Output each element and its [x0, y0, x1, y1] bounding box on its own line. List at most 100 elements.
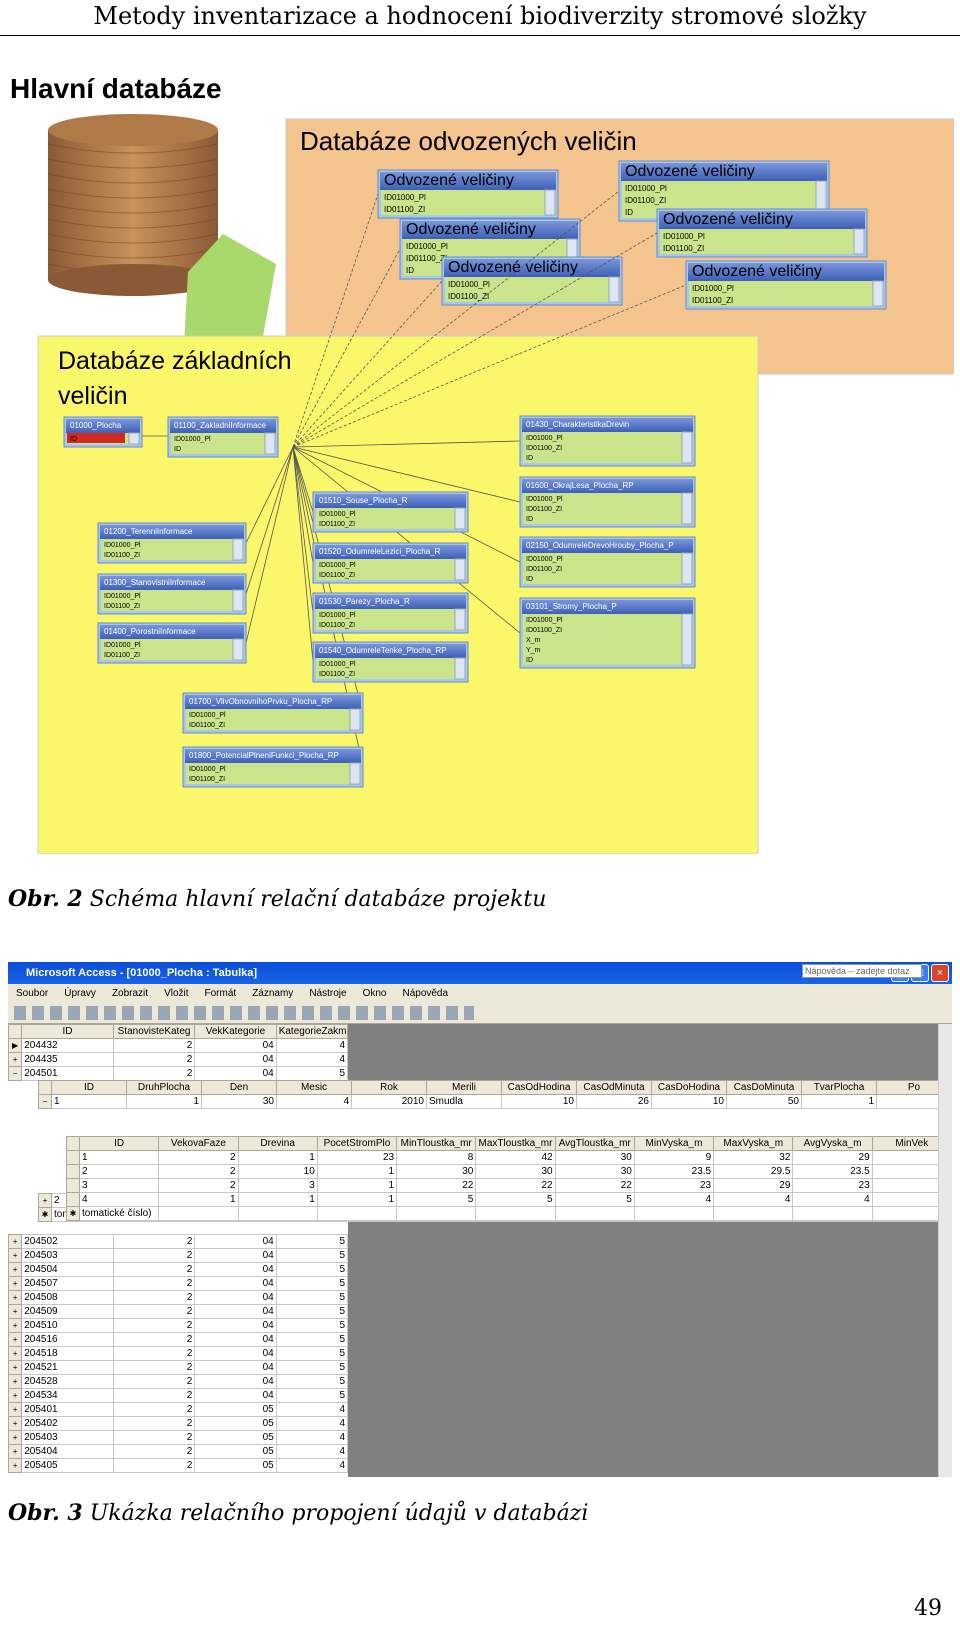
cell[interactable]: 4 [275, 1444, 349, 1459]
cell[interactable]: CasOdHodina [501, 1080, 577, 1095]
cell[interactable]: 1 [237, 1150, 318, 1165]
close-icon[interactable]: × [931, 964, 949, 982]
cell[interactable]: Drevina [237, 1136, 318, 1151]
cell[interactable]: 04 [194, 1234, 277, 1249]
cell[interactable]: 29.5 [713, 1164, 794, 1179]
cell[interactable]: 2 [112, 1416, 196, 1431]
cell[interactable]: 5 [275, 1276, 349, 1291]
cell[interactable]: 1 [237, 1192, 318, 1207]
cell[interactable]: 204507 [21, 1276, 114, 1291]
cell[interactable]: 30 [396, 1164, 477, 1179]
menu-item[interactable]: Záznamy [252, 987, 294, 999]
cell[interactable] [713, 1206, 794, 1221]
cell[interactable]: 2 [158, 1150, 239, 1165]
cell[interactable]: 2 [112, 1360, 196, 1375]
cell[interactable]: CasDoMinuta [726, 1080, 802, 1095]
cell[interactable]: 2 [112, 1276, 196, 1291]
cell[interactable]: MaxVyska_m [713, 1136, 794, 1151]
cell[interactable]: 4 [275, 1430, 349, 1445]
cell[interactable]: 32 [713, 1150, 794, 1165]
cell[interactable]: 05 [194, 1430, 277, 1445]
cell[interactable]: VekKategorie [194, 1024, 277, 1039]
cell[interactable]: 5 [275, 1066, 349, 1081]
cell[interactable]: 2 [112, 1402, 196, 1417]
cell[interactable]: 05 [194, 1402, 277, 1417]
cell[interactable]: MaxTloustka_mr [475, 1136, 556, 1151]
cell[interactable]: 5 [275, 1304, 349, 1319]
cell[interactable]: 50 [726, 1094, 802, 1109]
cell[interactable]: 3 [237, 1178, 318, 1193]
cell[interactable]: 9 [633, 1150, 715, 1165]
cell[interactable]: 204528 [21, 1374, 114, 1389]
cell[interactable]: 22 [396, 1178, 477, 1193]
cell[interactable]: 04 [194, 1066, 277, 1081]
cell[interactable]: 2 [112, 1332, 196, 1347]
cell[interactable]: 204508 [21, 1290, 114, 1305]
cell[interactable]: 22 [554, 1178, 635, 1193]
cell[interactable]: 1 [801, 1094, 877, 1109]
table-row[interactable]: ✱tomatické číslo) [66, 1206, 952, 1221]
cell[interactable]: 2 [158, 1178, 239, 1193]
cell[interactable]: 4 [275, 1052, 349, 1067]
cell[interactable]: 204518 [21, 1346, 114, 1361]
cell[interactable]: 5 [275, 1290, 349, 1305]
cell[interactable]: 04 [194, 1388, 277, 1403]
cell[interactable]: 1 [316, 1164, 398, 1179]
cell[interactable]: 04 [194, 1052, 277, 1067]
cell[interactable]: Smudla [426, 1094, 502, 1109]
cell[interactable]: 2010 [351, 1094, 427, 1109]
cell[interactable]: StanovisteKateg [112, 1024, 196, 1039]
cell[interactable]: 1 [78, 1150, 160, 1165]
cell[interactable]: 2 [112, 1052, 196, 1067]
cell[interactable]: 2 [112, 1262, 196, 1277]
cell[interactable]: 4 [792, 1192, 873, 1207]
cell[interactable]: ID [78, 1136, 160, 1151]
cell[interactable]: 204534 [21, 1388, 114, 1403]
cell[interactable]: 5 [275, 1248, 349, 1263]
cell[interactable]: 29 [713, 1178, 794, 1193]
cell[interactable]: 5 [396, 1192, 477, 1207]
cell[interactable]: 04 [194, 1290, 277, 1305]
cell[interactable]: VekovaFaze [158, 1136, 239, 1151]
cell[interactable]: 04 [194, 1346, 277, 1361]
cell[interactable] [158, 1206, 239, 1221]
cell[interactable]: MinVyska_m [633, 1136, 715, 1151]
cell[interactable]: 05 [194, 1458, 277, 1473]
cell[interactable]: 205401 [21, 1402, 114, 1417]
menu-item[interactable]: Nástroje [309, 987, 347, 999]
cell[interactable]: 4 [276, 1094, 352, 1109]
cell[interactable]: AvgTloustka_mr [554, 1136, 635, 1151]
help-search-input[interactable]: Nápověda – zadejte dotaz [802, 964, 922, 978]
cell[interactable]: 1 [158, 1192, 239, 1207]
cell[interactable]: 04 [194, 1318, 277, 1333]
cell[interactable] [475, 1206, 556, 1221]
cell[interactable]: 5 [275, 1234, 349, 1249]
cell[interactable]: CasDoHodina [651, 1080, 727, 1095]
cell[interactable]: 2 [112, 1318, 196, 1333]
cell[interactable]: 3 [78, 1178, 160, 1193]
cell[interactable]: 2 [112, 1234, 196, 1249]
menu-item[interactable]: Formát [204, 987, 237, 999]
cell[interactable]: 05 [194, 1444, 277, 1459]
cell[interactable]: 2 [112, 1248, 196, 1263]
cell[interactable]: 4 [275, 1402, 349, 1417]
cell[interactable]: 42 [475, 1150, 556, 1165]
menu-item[interactable]: Okno [362, 987, 387, 999]
cell[interactable]: 204503 [21, 1248, 114, 1263]
cell[interactable]: 30 [475, 1164, 556, 1179]
